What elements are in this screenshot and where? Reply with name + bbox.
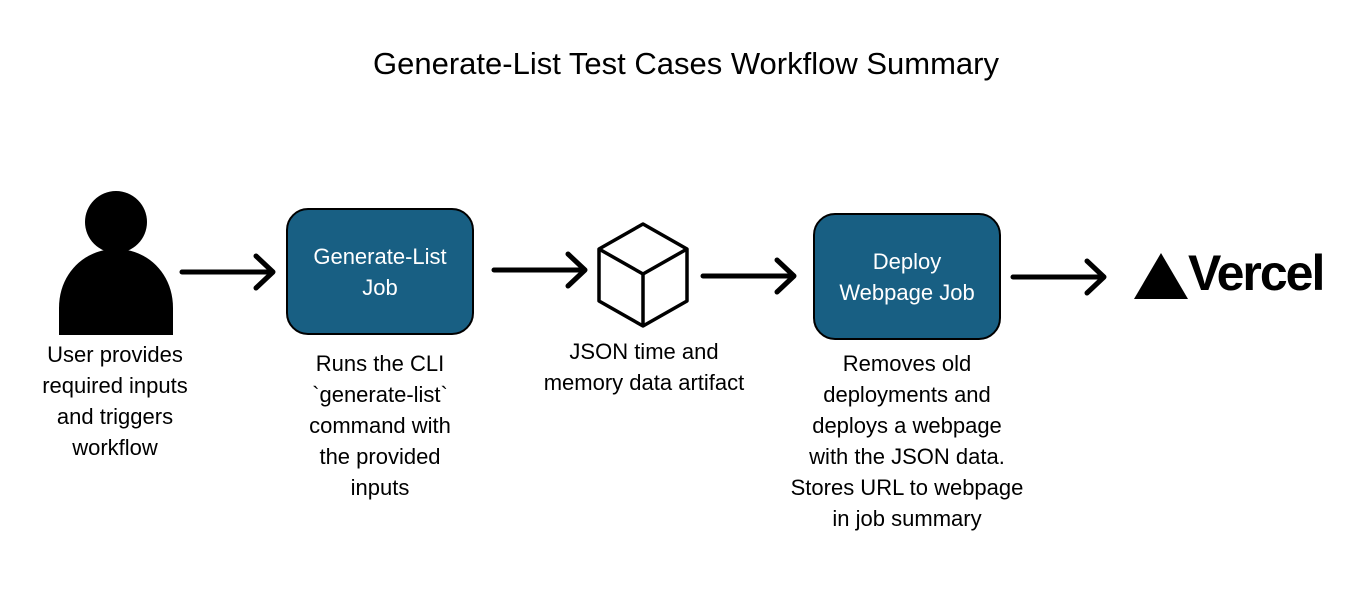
vercel-logo-text: Vercel: [1188, 245, 1325, 301]
arrow-artifact-to-deploy: [700, 257, 797, 295]
generate-list-job-node: Generate-List Job: [286, 208, 474, 335]
arrow-generate-to-artifact: [491, 251, 588, 289]
artifact-caption: JSON time and memory data artifact: [543, 339, 745, 395]
deploy-webpage-job-caption: Removes old deployments and deploys a we…: [790, 351, 1024, 531]
user-icon: [59, 191, 173, 335]
arrow-deploy-to-vercel: [1010, 258, 1107, 296]
generate-list-job-caption: Runs the CLI `generate-list` command wit…: [309, 351, 451, 500]
arrow-user-to-generate: [179, 253, 276, 291]
cube-icon: [597, 222, 689, 328]
vercel-triangle-icon: [1134, 253, 1188, 299]
diagram-title: Generate-List Test Cases Workflow Summar…: [373, 46, 999, 81]
deploy-webpage-job-node: Deploy Webpage Job: [813, 213, 1001, 340]
user-caption: User provides required inputs and trigge…: [42, 342, 188, 460]
